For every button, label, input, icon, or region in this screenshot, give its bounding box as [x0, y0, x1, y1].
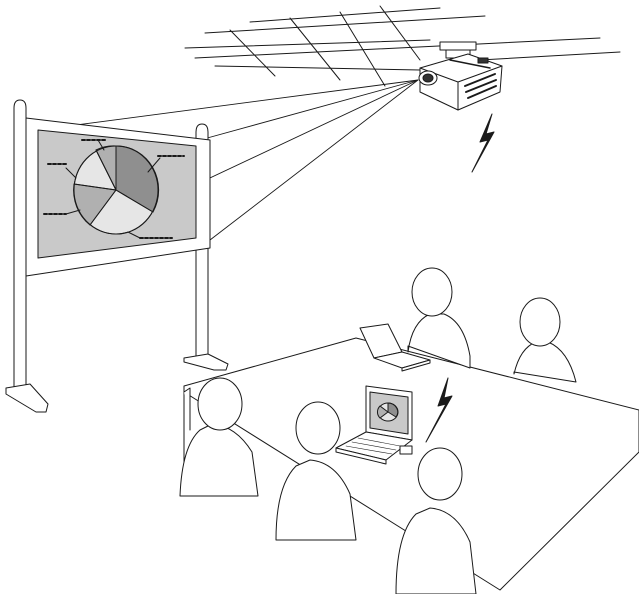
ceiling-grid [185, 6, 620, 86]
lightning-bolt-icon [472, 114, 494, 172]
person-silhouette-icon [514, 298, 576, 382]
person-silhouette-icon [408, 268, 470, 368]
projector-icon [419, 42, 502, 110]
